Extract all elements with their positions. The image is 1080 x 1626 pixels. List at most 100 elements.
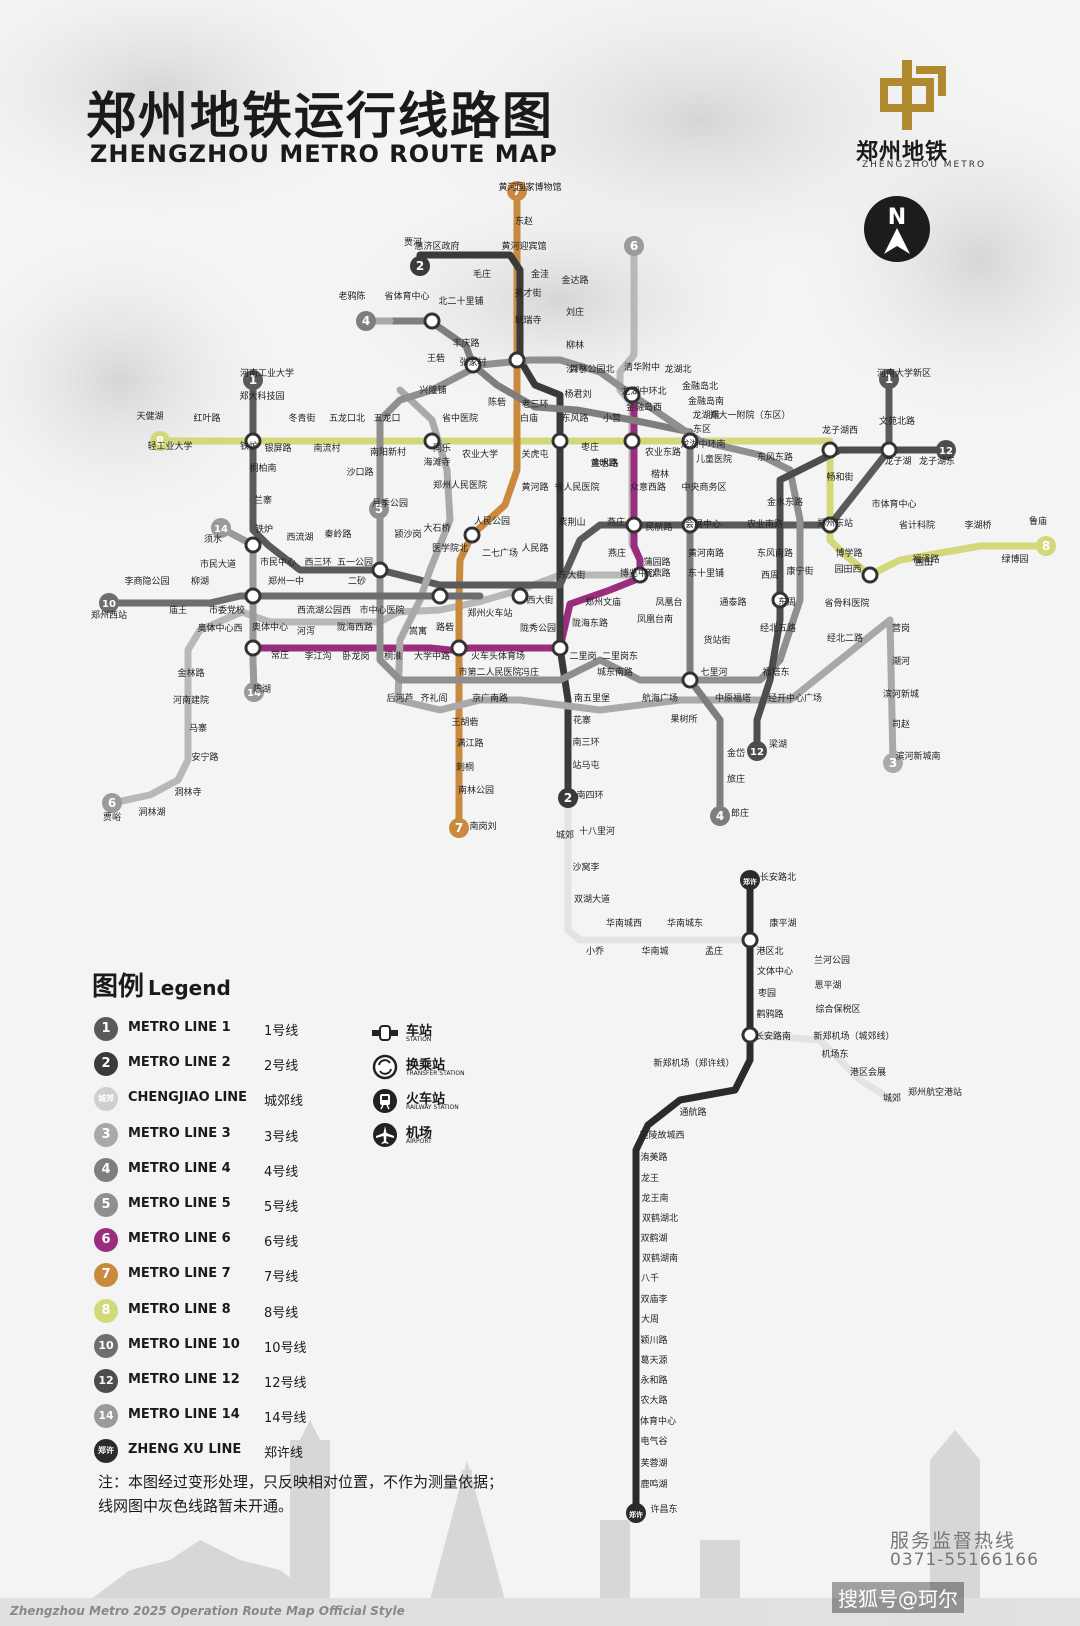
station-label[interactable]: 惠济区政府	[414, 240, 459, 252]
station-label[interactable]: 贾河	[404, 236, 422, 248]
station-label[interactable]: 福塔东	[762, 666, 789, 678]
station-label[interactable]: 郑大科技园	[239, 390, 284, 402]
station-label[interactable]: 北二十里铺	[438, 295, 483, 307]
station-label[interactable]: 马寨	[189, 722, 207, 734]
station-label[interactable]: 郑州西站	[91, 609, 127, 621]
station-label[interactable]: 人民路	[521, 542, 548, 554]
station-label[interactable]: 满江路	[456, 737, 483, 749]
station-label[interactable]: 七里河	[700, 666, 727, 678]
station-label[interactable]: 城郊	[883, 1092, 901, 1104]
station-label[interactable]: 城东南路	[597, 666, 633, 678]
station-label[interactable]: 鹳鸦路	[756, 1008, 783, 1020]
station-label[interactable]: 南四环	[576, 789, 603, 801]
station-label[interactable]: 兰河公园	[814, 954, 850, 966]
station-label[interactable]: 站马屯	[572, 759, 599, 771]
station-label[interactable]: 琥瑞寺	[514, 314, 541, 326]
station-label[interactable]: 商鼎路	[643, 567, 670, 579]
station-label[interactable]: 洞林寺	[174, 786, 201, 798]
station-label[interactable]: 常庄	[271, 649, 289, 661]
station-label[interactable]: 毛庄	[473, 268, 491, 280]
station-label[interactable]: 颖川路	[640, 1334, 667, 1346]
station-label[interactable]: 王砦	[427, 352, 445, 364]
station-label[interactable]: 刺桐	[456, 761, 474, 773]
station-label[interactable]: 陇海西路	[337, 621, 373, 633]
station-label[interactable]: 黄河迎宾馆	[501, 240, 546, 252]
station-label[interactable]: 涧林湖	[138, 806, 165, 818]
station-label[interactable]: 民航路	[645, 521, 672, 533]
station-label[interactable]: 黄明路	[590, 457, 617, 469]
station-label[interactable]: 凤凰台南	[637, 613, 673, 625]
station-label[interactable]: 龙子湖东	[919, 455, 955, 467]
station-label[interactable]: 丰庆路	[452, 337, 479, 349]
station-label[interactable]: 金林路	[177, 667, 204, 679]
station-label[interactable]: 河泻	[297, 625, 315, 637]
station-label[interactable]: 通航路	[679, 1106, 706, 1118]
station-label[interactable]: 枣园	[758, 988, 776, 999]
station-label[interactable]: 黄河南路	[688, 547, 724, 559]
station-label[interactable]: 东赵	[515, 215, 533, 227]
station-label[interactable]: 二里岗东	[602, 650, 638, 662]
station-label[interactable]: 须水	[204, 533, 222, 545]
station-label[interactable]: 华南城东	[667, 917, 703, 929]
station-label[interactable]: 康宁街	[786, 565, 813, 577]
station-label[interactable]: 金洼	[531, 268, 549, 280]
station-label[interactable]: 郑州火车站	[467, 607, 512, 619]
station-label[interactable]: 通泰路	[719, 596, 746, 608]
station-label[interactable]: 郑大一附院（东区）	[709, 409, 790, 421]
station-label[interactable]: 秦岭路	[324, 528, 351, 540]
station-label[interactable]: 旅庄	[727, 773, 745, 785]
station-label[interactable]: 森林公园北	[569, 363, 614, 375]
station-label[interactable]: 综合保税区	[815, 1003, 860, 1015]
station-label[interactable]: 市民中心	[260, 556, 296, 568]
station-label[interactable]: 金水东路	[767, 496, 803, 508]
station-label[interactable]: 沙窝李	[572, 861, 599, 873]
station-label[interactable]: 双鹤湖	[640, 1232, 667, 1244]
station-label[interactable]: 燕庄	[608, 547, 626, 559]
station-label[interactable]: 农业大学	[462, 448, 498, 460]
station-label[interactable]: 河南建院	[173, 694, 209, 706]
station-label[interactable]: 五一公园	[337, 557, 373, 568]
station-label[interactable]: 新郑机场（城郊线）	[813, 1030, 894, 1042]
station-label[interactable]: 李湖桥	[964, 519, 991, 531]
station-label[interactable]: 西三环	[304, 557, 331, 568]
station-label[interactable]: 东区	[693, 423, 711, 435]
station-label[interactable]: 李江沟	[304, 650, 331, 662]
station-label[interactable]: 杨君刘	[564, 388, 591, 400]
station-label[interactable]: 京广南路	[472, 692, 508, 704]
station-label[interactable]: 陇秀公园	[520, 622, 556, 634]
station-label[interactable]: 龙子湖	[884, 455, 911, 467]
station-label[interactable]: 冯庄	[521, 666, 539, 678]
station-label[interactable]: 火车头体育场	[471, 650, 525, 662]
station-label[interactable]: 郑州东站	[817, 517, 853, 529]
station-label[interactable]: 凤凰台	[655, 596, 682, 608]
station-label[interactable]: 河南大学新区	[877, 367, 931, 379]
station-label[interactable]: 永和路	[640, 1374, 667, 1386]
station-label[interactable]: 楷林	[651, 468, 669, 480]
station-label[interactable]: 城郊	[556, 829, 574, 841]
station-label[interactable]: 南岗刘	[469, 820, 496, 832]
station-label[interactable]: 小乔	[586, 945, 604, 957]
station-label[interactable]: 郑州人民医院	[433, 479, 487, 491]
station-label[interactable]: 二砂	[348, 575, 366, 587]
station-label[interactable]: 银屏路	[264, 442, 291, 454]
station-label[interactable]: 海滩寺	[423, 456, 450, 468]
station-label[interactable]: 营岗	[892, 622, 910, 634]
station-label[interactable]: 葛天源	[640, 1354, 667, 1366]
station-label[interactable]: 铁炉	[240, 440, 258, 452]
station-label[interactable]: 河南工业大学	[240, 367, 294, 379]
station-label[interactable]: 郑州一中	[268, 575, 304, 587]
station-label[interactable]: 天健湖	[136, 410, 163, 422]
station-label[interactable]: 沙口路	[346, 466, 373, 478]
station-label[interactable]: 轻工业大学	[147, 440, 192, 452]
station-label[interactable]: 体育中心	[640, 1415, 676, 1427]
station-label[interactable]: 潮河	[892, 655, 910, 667]
station-label[interactable]: 农业南路	[747, 518, 783, 530]
station-label[interactable]: 东风路	[561, 412, 588, 424]
station-label[interactable]: 清华附中	[624, 361, 660, 373]
station-label[interactable]: 蒲园路	[643, 556, 670, 568]
station-label[interactable]: 金融岛北	[682, 380, 718, 392]
station-label[interactable]: 省中医院	[442, 412, 478, 424]
station-label[interactable]: 铁炉	[255, 523, 273, 535]
station-label[interactable]: 西大街	[526, 594, 553, 606]
station-label[interactable]: 二七广场	[482, 547, 518, 559]
